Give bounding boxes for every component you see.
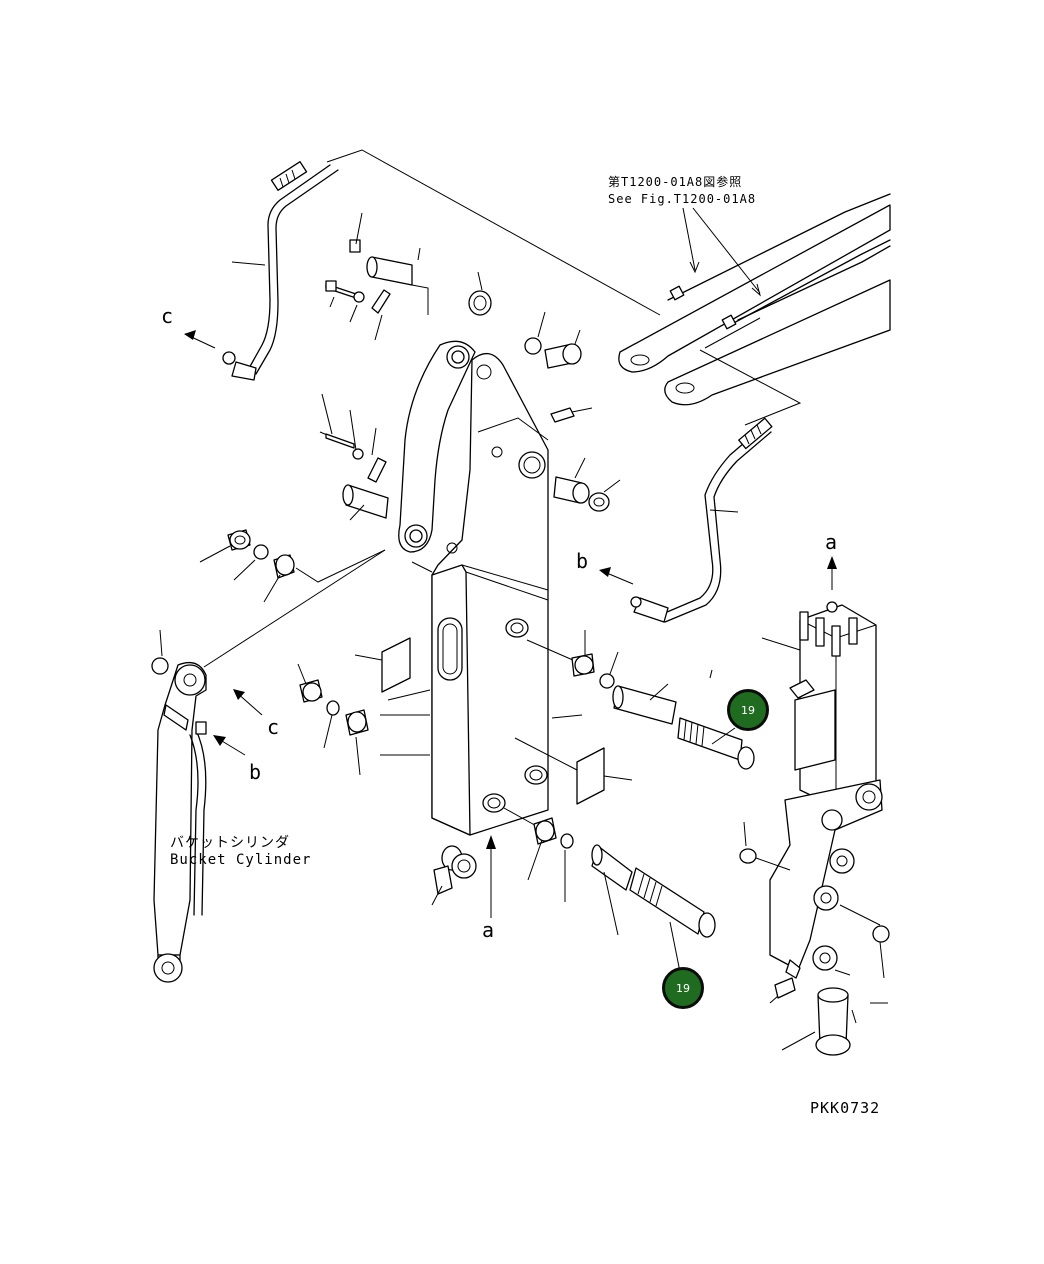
part-badge-19-upper[interactable]: 19: [727, 689, 769, 731]
hydraulic-hose-upper: [222, 161, 339, 381]
figure-reference-jp: 第T1200-01A8図参照: [608, 175, 743, 189]
bucket-link: [398, 340, 476, 553]
callout-a-arm: a: [482, 918, 495, 942]
bucket-cylinder-label-en: Bucket Cylinder: [170, 852, 312, 868]
bucket-cylinder-label-jp: バケットシリンダ: [170, 835, 290, 851]
pins-right: [503, 630, 755, 973]
figure-code: PKK0732: [810, 1099, 881, 1117]
callout-c-cylinder: c: [267, 715, 280, 739]
callout-a-attachment: a: [825, 530, 838, 554]
callout-b-cylinder: b: [249, 760, 262, 784]
callout-b-hose: b: [576, 549, 589, 573]
small-hardware: [319, 212, 621, 521]
boom-arm: [618, 193, 891, 406]
bucket-attachment: [709, 601, 890, 1056]
main-arm: [380, 353, 583, 836]
callout-c-left: c: [161, 304, 174, 328]
figure-reference-en: See Fig.T1200-01A8: [608, 192, 757, 206]
part-badge-19-lower[interactable]: 19: [662, 967, 704, 1009]
direction-arrows: [184, 330, 837, 918]
bucket-cylinder: [153, 661, 207, 983]
washers-left: [151, 529, 386, 776]
hydraulic-hose-lower: [630, 417, 773, 623]
